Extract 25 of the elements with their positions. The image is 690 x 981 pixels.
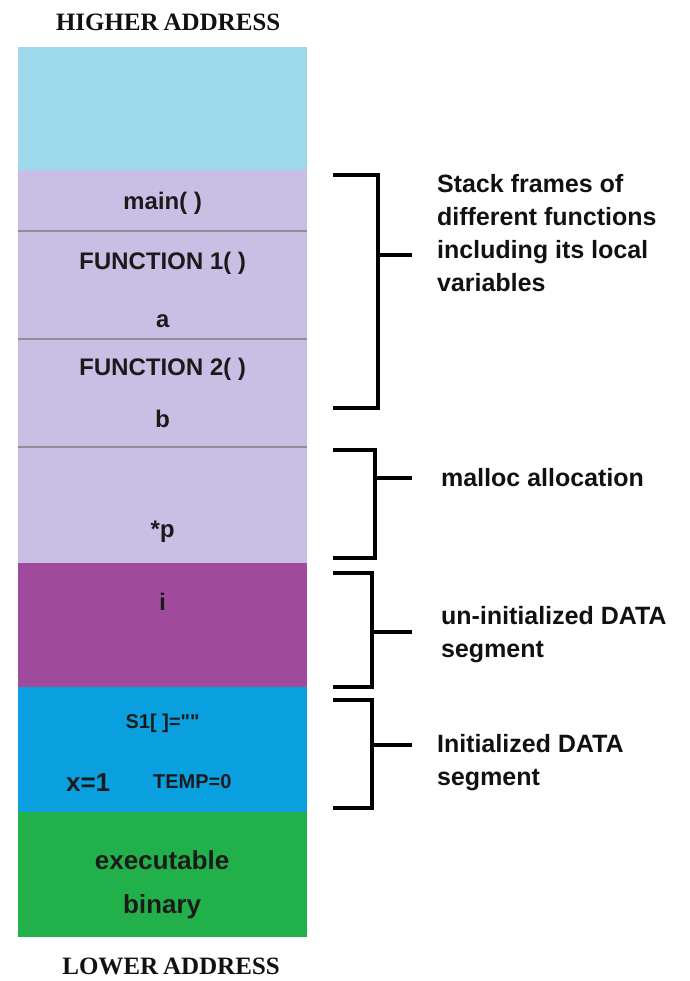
segment-label: FUNCTION 1( )	[78, 248, 247, 276]
empty-memory-segment	[18, 47, 307, 170]
segment-label: main( )	[122, 188, 203, 216]
segment-label: S1[ ]=""	[124, 711, 200, 734]
segment-label: executable binary	[94, 844, 230, 921]
segment-label: i	[158, 589, 167, 617]
annotation-text: Stack frames of different functions including its local variables	[437, 169, 658, 299]
memory-segment	[18, 446, 307, 563]
memory-segment	[18, 812, 307, 937]
annotation-text: Initialized DATA segment	[437, 729, 624, 793]
address-label: LOWER ADDRESS	[61, 952, 281, 981]
memory-segment	[18, 230, 307, 338]
memory-segment	[18, 687, 307, 812]
segment-label: b	[154, 406, 171, 434]
annotation-text: un-initialized DATA segment	[441, 601, 667, 665]
segment-label: *p	[150, 516, 176, 544]
segment-label: a	[154, 306, 170, 334]
segment-label: FUNCTION 2( )	[78, 354, 247, 382]
memory-segment	[18, 563, 307, 687]
memory-segment	[18, 170, 307, 230]
address-label: HIGHER ADDRESS	[54, 8, 282, 38]
memory-segment	[18, 338, 307, 446]
segment-label: x=1	[66, 767, 110, 798]
segment-label: TEMP=0	[153, 771, 232, 794]
annotation-text: malloc allocation	[441, 463, 645, 494]
